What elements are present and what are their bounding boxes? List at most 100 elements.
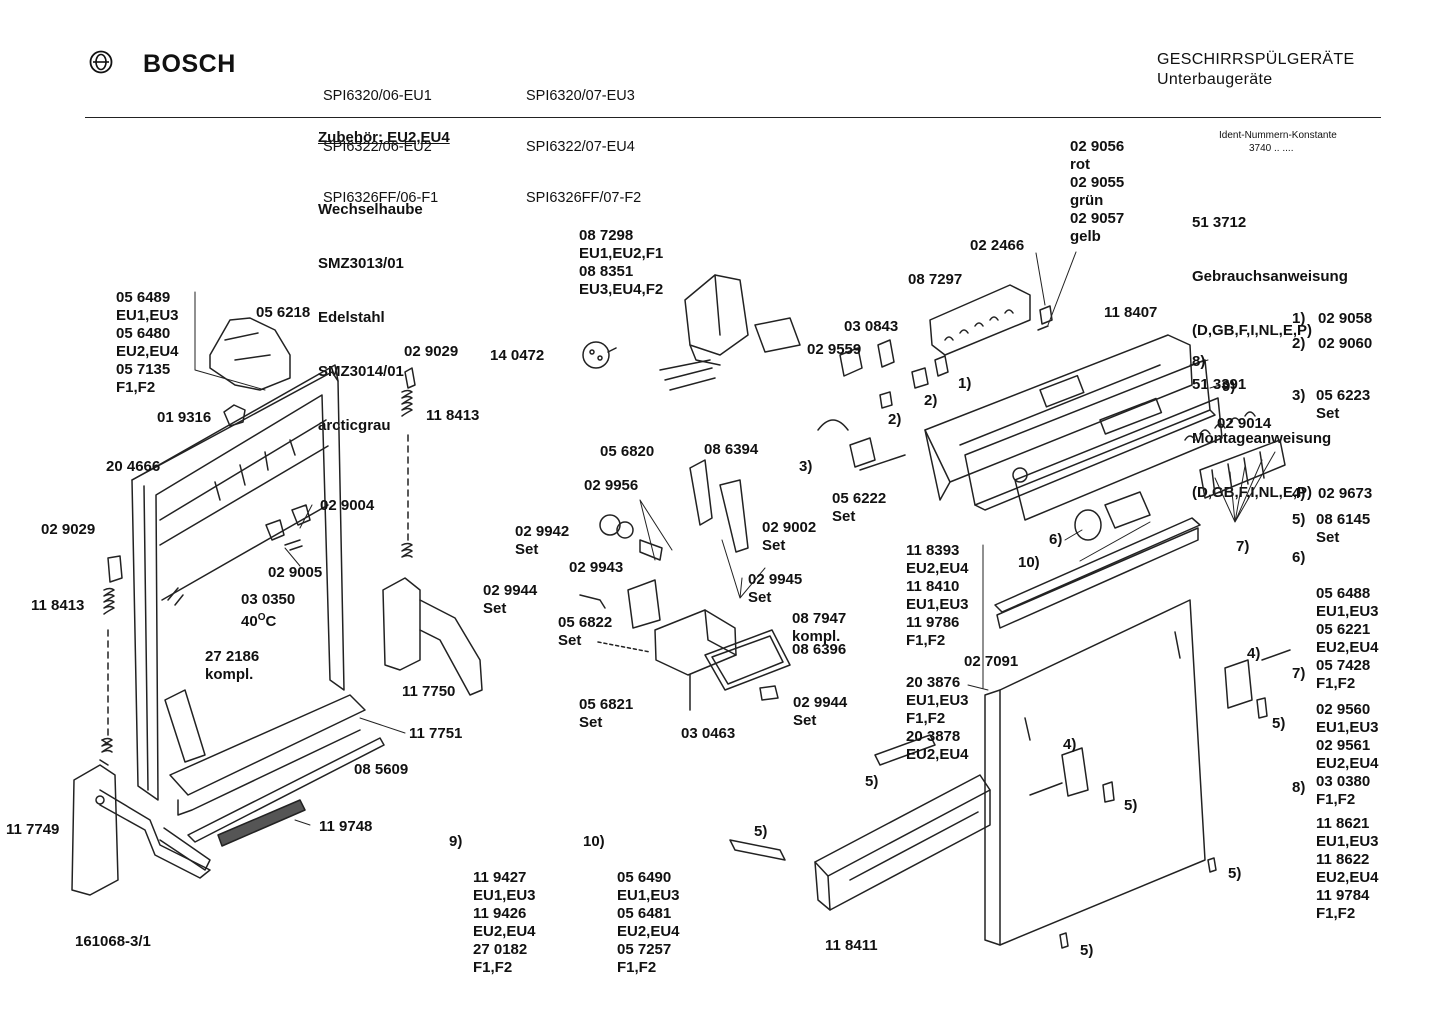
part-label-029559: 02 9559 bbox=[807, 341, 862, 358]
legend-line: 05 6481 bbox=[617, 905, 672, 922]
legend-line: F1,F2 bbox=[473, 959, 513, 976]
part-label-056821: 05 6821 Set bbox=[579, 696, 634, 731]
part-label-029005: 02 9005 bbox=[268, 564, 323, 581]
part-label-087297: 08 7297 bbox=[908, 271, 963, 288]
capacitor bbox=[582, 341, 617, 369]
model-item: SPI6322/07-EU4 bbox=[526, 139, 635, 155]
callout-7: 7) bbox=[1236, 538, 1250, 555]
legend-line: 11 8622 bbox=[1316, 851, 1370, 868]
clip-part bbox=[223, 404, 246, 427]
accessory-line: arcticgrau bbox=[318, 417, 391, 434]
legend-key-9: 9) bbox=[449, 833, 463, 850]
part-label-030350: 03 0350 bbox=[241, 591, 296, 608]
leader-lines bbox=[194, 251, 1276, 826]
part-label-029056: 02 9056 rot 02 9055 grün 02 9057 gelb bbox=[1070, 138, 1125, 245]
model-item: SPI6320/06-EU1 bbox=[323, 88, 432, 104]
temp-degree: O bbox=[257, 612, 266, 623]
door-lock-assembly bbox=[579, 459, 791, 711]
part-label-029943: 02 9943 bbox=[569, 559, 624, 576]
part-label-203876: 20 3876 EU1,EU3 F1,F2 20 3878 EU2,EU4 bbox=[906, 674, 969, 763]
drawing-number: 161068-3/1 bbox=[75, 933, 151, 950]
legend-entry-2: 02 9060 bbox=[1318, 335, 1373, 352]
center-spring bbox=[401, 367, 416, 558]
legend-line: EU1,EU3 bbox=[617, 887, 680, 904]
part-label-087298: 08 7298 EU1,EU2,F1 08 8351 EU3,EU4,F2 bbox=[579, 227, 664, 298]
callout-2b: 2) bbox=[888, 411, 902, 428]
legend-key-7: 7) bbox=[1292, 665, 1306, 682]
legend-line: 27 0182 bbox=[473, 941, 528, 958]
part-label-117750: 11 7750 bbox=[402, 683, 456, 700]
legend-line: Set bbox=[1316, 405, 1340, 422]
legend-line: EU1,EU3 bbox=[1316, 719, 1379, 736]
part-label-117749: 11 7749 bbox=[6, 821, 60, 838]
legend-line: 05 6490 bbox=[617, 869, 672, 886]
legend-entry-4: 02 9673 bbox=[1318, 485, 1373, 502]
temp-value: 40 bbox=[241, 613, 258, 630]
part-label-029942: 02 9942 Set bbox=[515, 523, 570, 558]
model-list-col1: SPI6320/06-EU1 SPI6322/06-EU2 SPI6326FF/… bbox=[323, 54, 438, 241]
part-label-029944-left: 02 9944 Set bbox=[483, 582, 538, 617]
part-label-029956: 02 9956 bbox=[584, 477, 639, 494]
callout-5f: 5) bbox=[1080, 942, 1094, 959]
legend-line: 02 9560 bbox=[1316, 701, 1371, 718]
callout-1: 1) bbox=[958, 375, 972, 392]
ident-value: 3740 .. .... bbox=[1249, 143, 1294, 154]
category-title: GESCHIRRSPÜLGERÄTE bbox=[1157, 51, 1355, 68]
part-label-086394: 08 6394 bbox=[704, 441, 759, 458]
legend-line: 02 9561 bbox=[1316, 737, 1371, 754]
callout-5b: 5) bbox=[754, 823, 768, 840]
subcategory-title: Unterbaugeräte bbox=[1157, 71, 1273, 88]
callout-5e: 5) bbox=[1228, 865, 1242, 882]
part-label-022466: 02 2466 bbox=[970, 237, 1025, 254]
part-label-118407: 11 8407 bbox=[1104, 304, 1158, 321]
legend-line: EU1,EU3 bbox=[1316, 603, 1379, 620]
part-label-118413-center: 11 8413 bbox=[426, 407, 480, 424]
callout-10: 10) bbox=[1018, 554, 1040, 571]
timer-module bbox=[659, 274, 801, 391]
callout-4a: 4) bbox=[1063, 736, 1077, 753]
legend-key-8: 8) bbox=[1292, 779, 1306, 796]
callout-6: 6) bbox=[1049, 531, 1063, 548]
model-item: SPI6326FF/06-F1 bbox=[323, 190, 439, 206]
legend-line: 05 6221 bbox=[1316, 621, 1371, 638]
part-label-118413-left: 11 8413 bbox=[31, 597, 85, 614]
legend-key-6: 6) bbox=[1292, 549, 1306, 566]
legend-line: 05 7428 bbox=[1316, 657, 1371, 674]
part-label-272186: 27 2186 kompl. bbox=[205, 648, 260, 683]
manual-line: 51 3712 bbox=[1192, 214, 1247, 231]
legend-line: 11 8621 bbox=[1316, 815, 1370, 832]
accessory-line: SMZ3014/01 bbox=[318, 363, 404, 380]
model-item: SPI6326FF/07-F2 bbox=[526, 190, 642, 206]
part-label-029004: 02 9004 bbox=[320, 497, 375, 514]
part-label-030463: 03 0463 bbox=[681, 725, 736, 742]
part-label-029945: 02 9945 Set bbox=[748, 571, 803, 606]
callout-5c: 5) bbox=[1124, 797, 1138, 814]
legend-line: 05 6223 bbox=[1316, 387, 1371, 404]
part-label-40c: 40OC bbox=[241, 609, 276, 631]
bottom-strip bbox=[159, 694, 385, 871]
manual-line: Gebrauchsanweisung bbox=[1192, 268, 1348, 285]
legend-key-2: 2) bbox=[1292, 335, 1306, 352]
manual-line: 51 3391 bbox=[1192, 376, 1247, 393]
legend-key-4: 4) bbox=[1292, 485, 1306, 502]
legend-line: 05 7257 bbox=[617, 941, 672, 958]
legend-line: 11 9427 bbox=[473, 869, 527, 886]
callout-9: 9) bbox=[1222, 378, 1236, 395]
brand-name: BOSCH bbox=[143, 50, 236, 78]
part-label-029029-left: 02 9029 bbox=[41, 521, 96, 538]
part-label-029944-right: 02 9944 Set bbox=[793, 694, 848, 729]
legend-line: F1,F2 bbox=[1316, 675, 1356, 692]
manual-line: Montageanweisung bbox=[1192, 430, 1332, 447]
bosch-logo-icon bbox=[89, 50, 113, 74]
legend-line: F1,F2 bbox=[1316, 791, 1356, 808]
part-label-204666: 20 4666 bbox=[106, 458, 161, 475]
part-label-056489: 05 6489 EU1,EU3 05 6480 EU2,EU4 05 7135 … bbox=[116, 289, 179, 396]
legend-key-5: 5) bbox=[1292, 511, 1306, 528]
outer-door-panel bbox=[984, 599, 1206, 946]
